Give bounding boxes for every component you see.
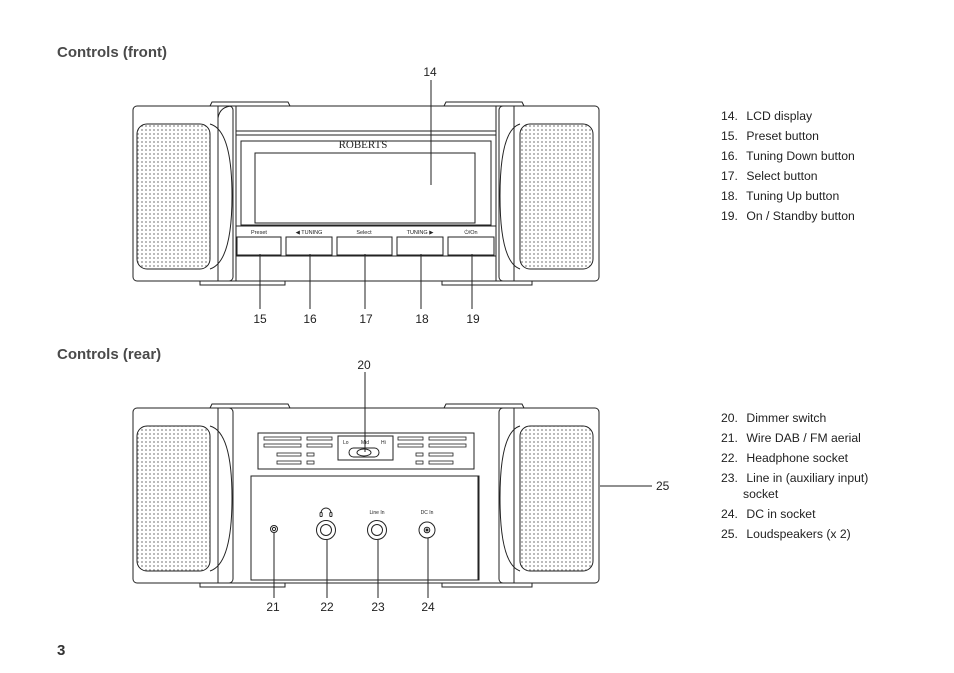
tuning-down-button[interactable] [285,236,333,256]
legend-item-16: 16. Tuning Down button [721,149,855,163]
rear-legend: 20. Dimmer switch 21. Wire DAB / FM aeri… [721,408,868,544]
callout-15: 15 [253,312,267,326]
callout-18: 18 [415,312,429,326]
line-in-label: Line In [369,510,384,516]
callout-19: 19 [466,312,480,326]
legend-item-24: 24. DC in socket [721,507,816,521]
tuning-down-label: ◀ TUNING [296,230,323,236]
callout-14: 14 [423,65,437,79]
brand-logo: ROBERTS [339,139,388,151]
legend-item-14: 14. LCD display [721,109,813,123]
select-button[interactable] [336,236,393,256]
on-label: ⏻/On [464,229,477,236]
page-number: 3 [57,642,66,659]
rear-vent-panel [257,432,475,470]
front-display-panel [240,140,492,226]
tuning-up-label: TUNING ▶ [407,230,435,236]
front-top-handle-left [209,101,291,107]
callout-20: 20 [357,358,371,372]
preset-button[interactable] [236,236,282,256]
callout-24: 24 [421,600,435,614]
rear-foot-right [441,582,533,588]
legend-item-23: 23. Line in (auxiliary input)socket [721,471,869,501]
front-foot-right [441,280,533,286]
callout-22: 22 [320,600,334,614]
rear-top-handle-left [209,403,291,409]
legend-item-21: 21. Wire DAB / FM aerial [721,431,861,445]
select-label: Select [356,230,372,236]
legend-item-17: 17. Select button [721,169,818,183]
rear-top-handle-right [443,403,525,409]
dimmer-slider[interactable] [348,447,380,458]
legend-item-20: 20. Dimmer switch [721,411,827,425]
front-foot-left [199,280,286,286]
tuning-up-button[interactable] [396,236,444,256]
callout-17: 17 [359,312,373,326]
rear-body [217,407,515,584]
dimmer-knob[interactable] [356,448,372,457]
front-heading: Controls (front) [57,44,167,61]
front-view [132,80,600,309]
rear-grille-left [136,425,211,572]
front-legend: 14. LCD display 15. Preset button 16. Tu… [721,106,855,226]
front-grille-left [136,123,211,270]
rear-speaker-right [498,407,600,584]
callout-25: 25 [656,479,670,493]
rear-foot-left [199,582,286,588]
rear-grille-right [519,425,594,572]
legend-item-25: 25. Loudspeakers (x 2) [721,527,851,541]
headphone-socket[interactable] [316,520,336,540]
front-grille-right [519,123,594,270]
rear-socket-panel [250,475,480,581]
aerial-socket[interactable] [270,525,278,533]
lcd-display [254,152,476,224]
dc-in-socket[interactable] [418,521,436,539]
dimmer-hi-label: Hi [381,440,386,446]
callout-21: 21 [266,600,280,614]
rear-view [132,372,652,598]
rear-speaker-left [132,407,234,584]
dimmer-mid-label: Mid [361,440,369,446]
legend-item-19: 19. On / Standby button [721,209,855,223]
dimmer-lo-label: Lo [343,440,349,446]
callout-16: 16 [303,312,317,326]
legend-item-18: 18. Tuning Up button [721,189,840,203]
rear-heading: Controls (rear) [57,346,162,363]
front-top-handle-right [443,101,525,107]
dc-in-label: DC In [421,510,434,516]
callout-23: 23 [371,600,385,614]
front-body [217,105,515,282]
legend-item-15: 15. Preset button [721,129,819,143]
legend-item-22: 22. Headphone socket [721,451,849,465]
preset-label: Preset [251,230,267,236]
line-in-socket[interactable] [367,520,387,540]
front-speaker-right [498,105,600,282]
headphone-icon [319,507,333,517]
on-standby-button[interactable] [447,236,495,256]
front-speaker-left [132,105,234,282]
